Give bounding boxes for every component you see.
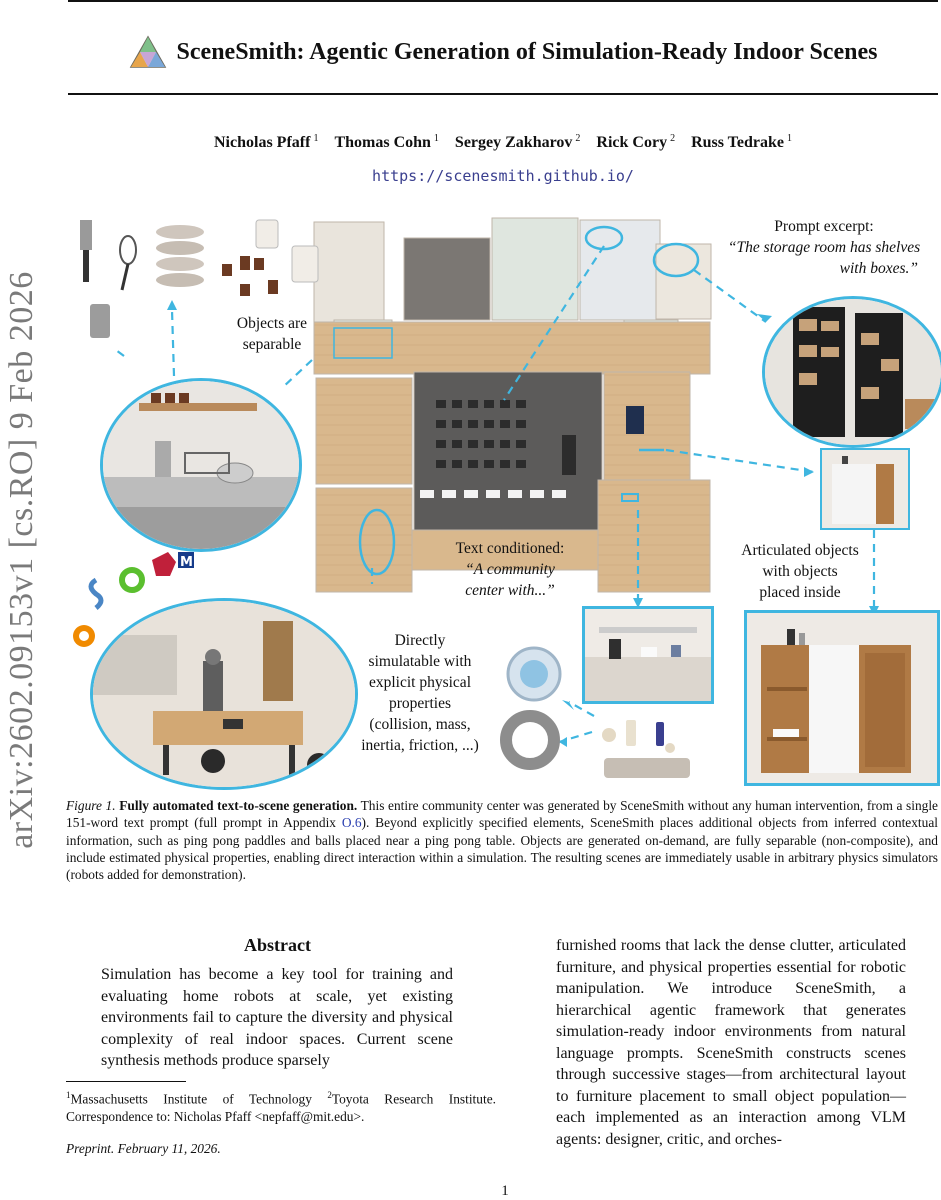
storage-room-circle xyxy=(762,296,941,448)
abstract-text-right: furnished rooms that lack the dense clut… xyxy=(556,937,906,1148)
correspondence: Correspondence to: Nicholas Pfaff <nepfa… xyxy=(66,1109,365,1125)
scenesmith-logo-icon xyxy=(129,35,166,68)
top-rule xyxy=(68,0,938,2)
simulator-logos-icon: M xyxy=(73,552,194,647)
robot-lab-circle xyxy=(90,598,358,790)
simulatable-objects-illustration xyxy=(500,646,690,778)
footnote-rule xyxy=(66,1081,186,1082)
abstract-text-left: Simulation has become a key tool for tra… xyxy=(101,966,453,1069)
figure-caption: Figure 1. Fully automated text-to-scene … xyxy=(66,798,939,883)
title-rule xyxy=(68,93,938,95)
appendix-link[interactable]: O.6 xyxy=(341,815,362,831)
title-block: SceneSmith: Agentic Generation of Simula… xyxy=(68,30,938,74)
dashed-arrows xyxy=(115,245,876,744)
affiliation-footnote: 1Massachusetts Institute of Technology 2… xyxy=(66,1090,496,1125)
abstract-heading: Abstract xyxy=(244,935,311,955)
label-text-conditioned: Text conditioned: “A community center wi… xyxy=(455,540,565,599)
paper-title: SceneSmith: Agentic Generation of Simula… xyxy=(176,38,878,65)
open-cabinet-panel xyxy=(744,610,940,786)
figure-illustration xyxy=(80,217,879,778)
label-objects-separable: Objects are separable xyxy=(236,315,308,353)
project-url-link[interactable]: https://scenesmith.github.io/ xyxy=(372,167,634,185)
arxiv-side-stamp: arXiv:2602.09153v1 [cs.RO] 9 Feb 2026 xyxy=(3,271,40,849)
page-number: 1 xyxy=(501,1183,509,1199)
kitchen-closeup-circle xyxy=(100,378,302,552)
svg-text:M: M xyxy=(180,555,193,570)
sink-closeup-panel xyxy=(582,606,714,704)
separable-objects-illustration xyxy=(80,219,319,338)
preprint-note: Preprint. February 11, 2026. xyxy=(66,1141,221,1156)
figure-1: M Objects are separable Prompt excerpt: … xyxy=(64,210,941,790)
label-articulated-objects: Articulated objects with objects placed … xyxy=(741,542,859,601)
label-directly-simulatable: Directly simulatable with explicit physi… xyxy=(361,632,479,754)
floor-plan xyxy=(313,217,712,593)
cabinet-panel xyxy=(820,448,910,530)
label-prompt-excerpt: Prompt excerpt: “The storage room has sh… xyxy=(727,218,921,277)
